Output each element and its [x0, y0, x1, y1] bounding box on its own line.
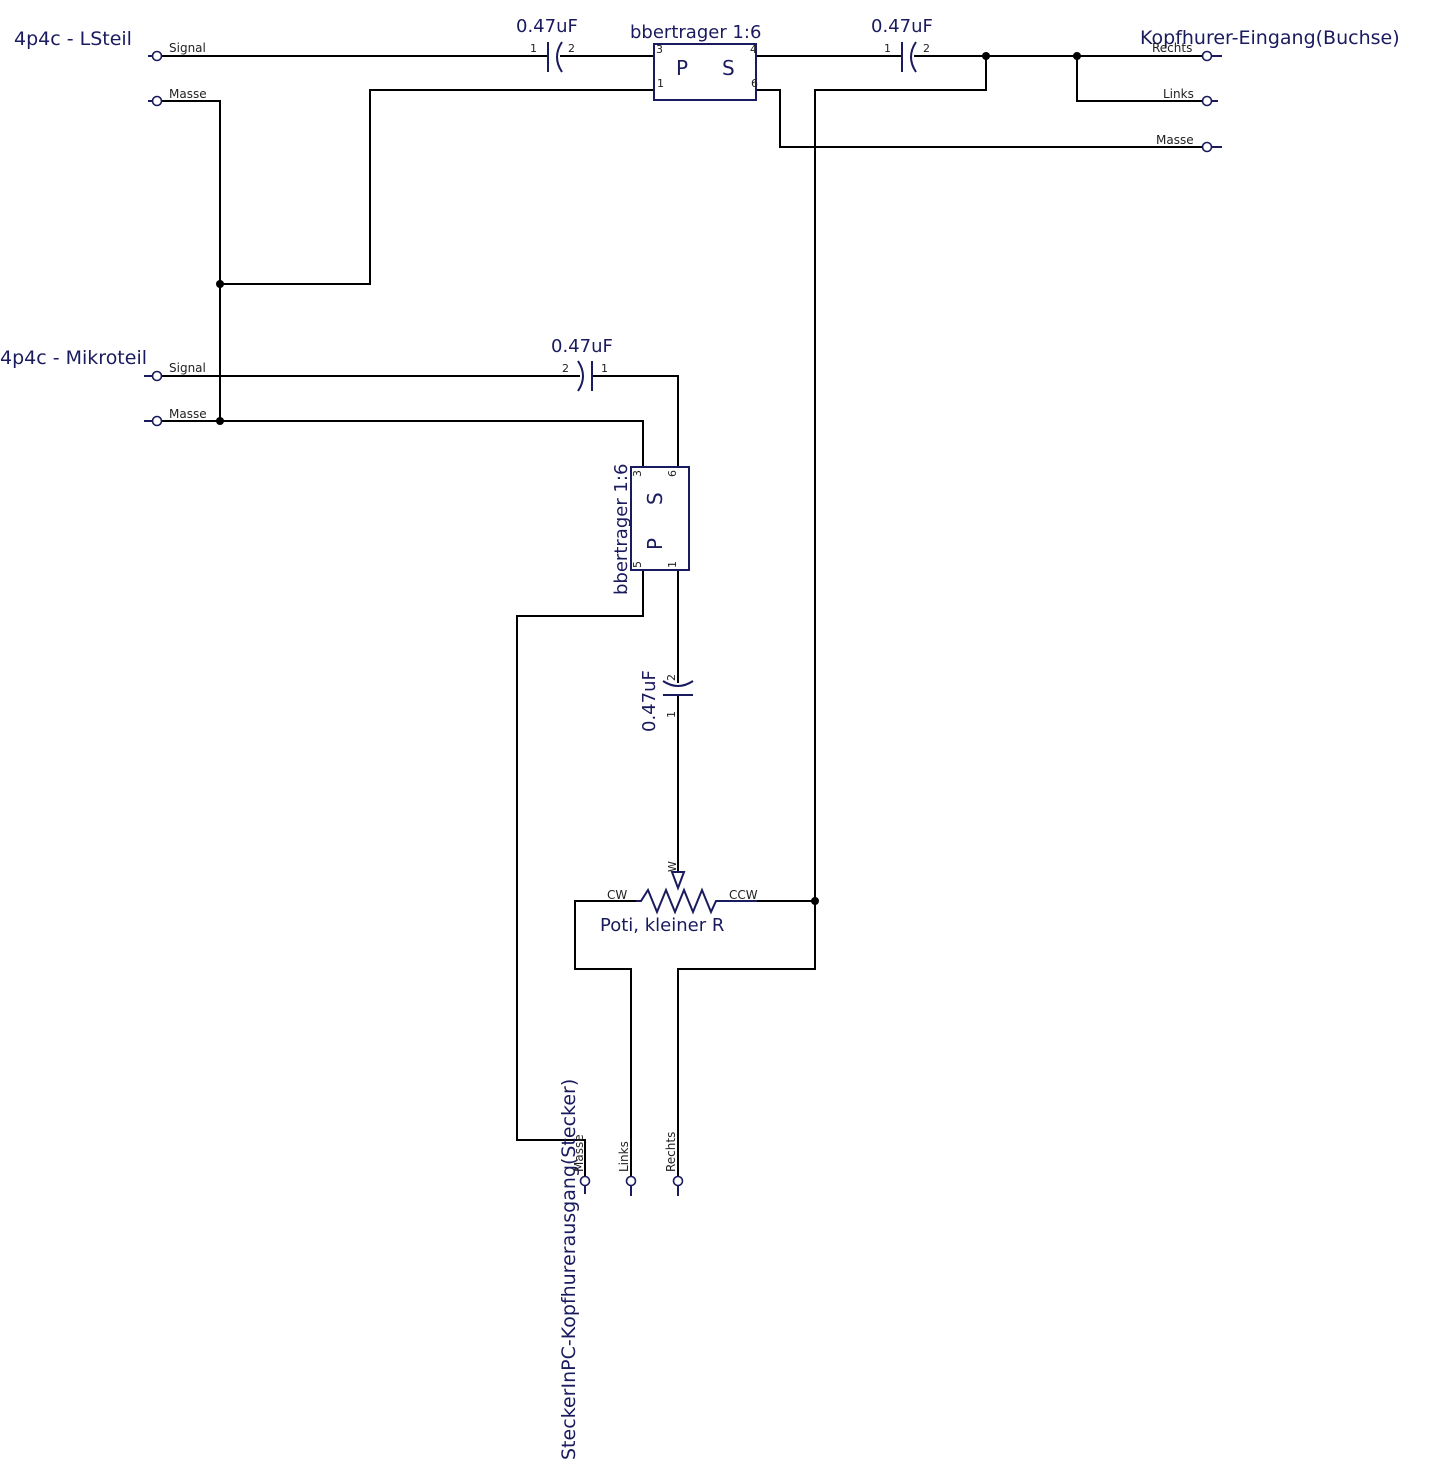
potentiometer-ccw-label: CCW [729, 888, 758, 902]
capacitor-value: 0.47uF [551, 336, 613, 357]
potentiometer-wiper-label: W [666, 861, 679, 872]
transformer-body [630, 466, 690, 571]
capacitor-pin2: 2 [562, 362, 569, 375]
pin-label-masse: Masse [169, 407, 207, 421]
wiper-arrow [670, 871, 686, 891]
capacitor-pin1: 1 [601, 362, 608, 375]
transformer-pin6: 6 [666, 470, 679, 477]
connector-mikroteil: 4p4c - Mikroteil Signal Masse [0, 347, 207, 427]
connector-title: 4p4c - Mikroteil [0, 347, 147, 369]
capacitor-plate-curved [662, 680, 694, 687]
transformer-pin6: 6 [751, 77, 758, 90]
junction-dot [216, 280, 224, 288]
pin-label-signal: Signal [169, 361, 206, 375]
pin-label-links: Links [617, 1141, 631, 1172]
terminal-rechts [672, 1175, 684, 1187]
connector-title: 4p4c - LSteil [14, 28, 132, 50]
capacitor-pin1: 1 [884, 42, 891, 55]
wires [162, 55, 1202, 1176]
transformer-label: bbertrager 1:6 [611, 464, 632, 595]
transformer-primary-label: P [643, 538, 667, 550]
transformer-pin5: 5 [631, 561, 644, 568]
transformer-body [653, 43, 757, 101]
pin-label-rechts: Rechts [1152, 41, 1192, 55]
pin-label-masse: Masse [169, 87, 207, 101]
transformer-pin4: 4 [750, 43, 757, 56]
capacitor-pin2: 2 [568, 42, 575, 55]
capacitor-value: 0.47uF [871, 16, 933, 37]
terminal-masse [151, 95, 163, 107]
terminal-rechts [1201, 50, 1213, 62]
potentiometer-label: Poti, kleiner R [600, 915, 724, 936]
connector-lsteil: 4p4c - LSteil Signal Masse [14, 28, 207, 107]
terminal-signal [151, 50, 163, 62]
connector-title: Kopfhurer-Eingang(Buchse) [1140, 27, 1400, 49]
terminal-masse [1201, 141, 1213, 153]
capacitor-value: 0.47uF [516, 16, 578, 37]
transformer-pin3: 3 [631, 470, 644, 477]
terminal-signal [151, 370, 163, 382]
capacitor-pin2: 2 [923, 42, 930, 55]
connector-stecker: SteckerInPC-Kopfhurerausgang(Stecker) Ma… [558, 1079, 684, 1460]
potentiometer: Poti, kleiner R CW CCW W [600, 861, 758, 936]
capacitor-plate-curved [577, 360, 584, 392]
transformer-label: bbertrager 1:6 [630, 22, 761, 43]
pin-label-signal: Signal [169, 41, 206, 55]
transformer-pin1: 1 [657, 77, 664, 90]
terminal-masse [579, 1175, 591, 1187]
capacitor-value: 0.47uF [639, 670, 660, 732]
terminal-masse [151, 415, 163, 427]
connector-title: SteckerInPC-Kopfhurerausgang(Stecker) [558, 1079, 580, 1460]
pin-label-masse: Masse [1156, 133, 1194, 147]
capacitor-c2: 0.47uF 1 2 [871, 16, 933, 73]
capacitor-c3: 0.47uF 2 1 [551, 336, 613, 392]
connector-buchse: Kopfhurer-Eingang(Buchse) Rechts Links M… [1140, 27, 1400, 153]
transformer-t2: bbertrager 1:6 P S 3 6 5 1 [611, 464, 690, 595]
pin-label-rechts: Rechts [664, 1132, 678, 1172]
potentiometer-cw-label: CW [607, 888, 627, 902]
capacitor-c1: 0.47uF 1 2 [516, 16, 578, 73]
capacitor-c4: 0.47uF 2 1 [639, 670, 694, 732]
terminal-links [1201, 95, 1213, 107]
transformer-t1: bbertrager 1:6 P S 3 4 1 6 [630, 22, 761, 101]
terminal-links [625, 1175, 637, 1187]
junction-dot [982, 52, 990, 60]
junction-dot [216, 417, 224, 425]
capacitor-pin1: 1 [665, 711, 678, 718]
pin-label-masse: Masse [572, 1134, 586, 1172]
junction-dots [216, 52, 1081, 905]
pin-label-links: Links [1163, 87, 1194, 101]
capacitor-pin1: 1 [530, 42, 537, 55]
transformer-primary-label: P [676, 56, 688, 80]
capacitor-plate-curved [556, 41, 563, 73]
transformer-secondary-label: S [722, 56, 735, 80]
transformer-secondary-label: S [643, 492, 667, 505]
transformer-pin1: 1 [666, 561, 679, 568]
capacitor-plate-curved [910, 41, 917, 73]
junction-dot [1073, 52, 1081, 60]
junction-dot [811, 897, 819, 905]
transformer-pin3: 3 [656, 43, 663, 56]
capacitor-pin2: 2 [665, 674, 678, 681]
resistor-zigzag [636, 887, 757, 915]
